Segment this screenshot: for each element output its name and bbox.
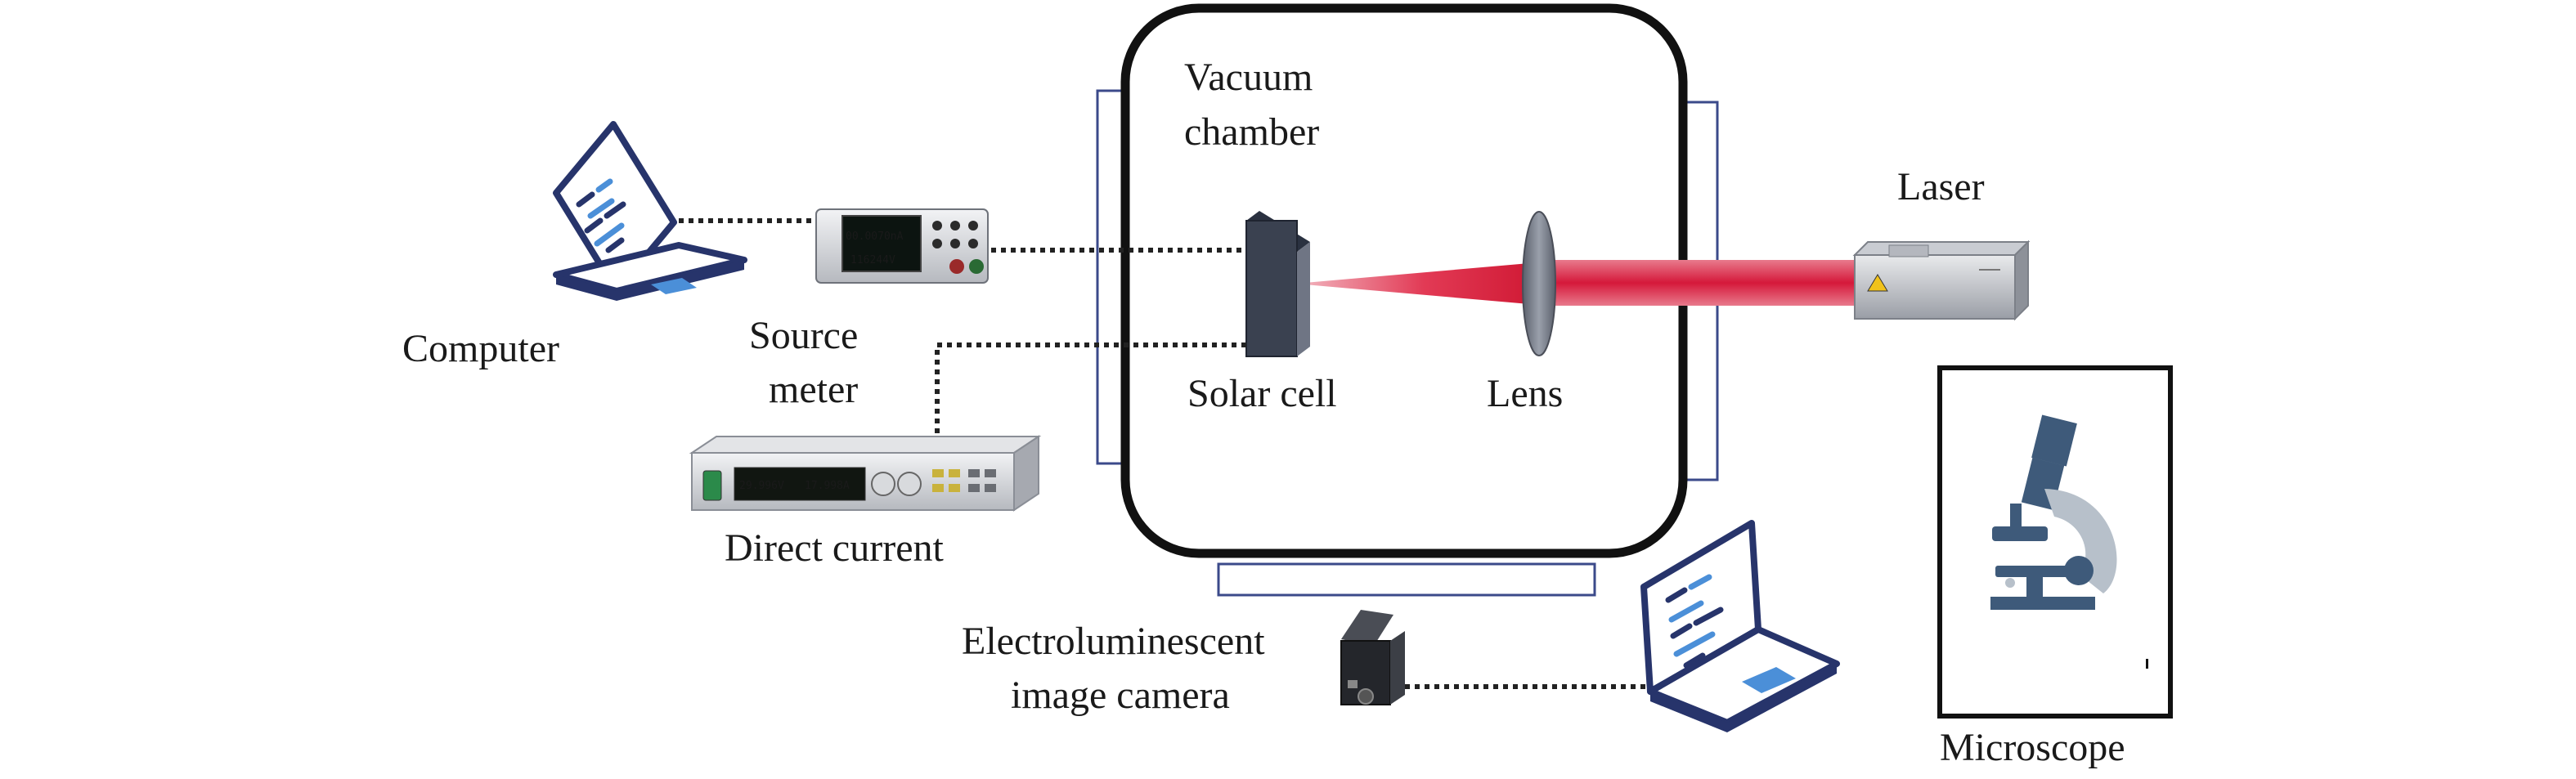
source-meter: 00.0070nA 116244V	[815, 208, 989, 284]
camera-icon	[1340, 610, 1405, 705]
collimated-laser-beam	[1536, 260, 1856, 306]
dc-supply-reading-1: 29.996V	[739, 480, 784, 492]
vacuum-chamber-label-line2: chamber	[1184, 110, 1319, 154]
laptop-icon	[553, 121, 747, 301]
source-meter-label-line2: meter	[769, 368, 858, 411]
vacuum-chamber-label-line1: Vacuum	[1184, 56, 1313, 99]
dc-power-supply: 29.996V 17.998A	[689, 435, 1042, 512]
focused-laser-beam	[1295, 263, 1529, 304]
solar-cell-label: Solar cell	[1187, 372, 1337, 415]
left-window	[1096, 89, 1125, 465]
connection-lines	[679, 218, 1645, 689]
laser-icon	[1852, 240, 2031, 321]
bottom-window	[1217, 562, 1596, 597]
microscope-label: Microscope	[1940, 726, 2125, 769]
source-meter-voltage-readout: 116244V	[850, 254, 895, 266]
microscope-frame-tick	[2146, 659, 2148, 669]
laser-label: Laser	[1897, 165, 1985, 208]
dc-supply-reading-2: 17.998A	[805, 480, 850, 492]
lens-label: Lens	[1487, 372, 1563, 415]
source-meter-label-line1: Source	[749, 314, 858, 357]
computer-label: Computer	[402, 327, 559, 370]
source-meter-current-readout: 00.0070nA	[846, 231, 904, 243]
lens	[1522, 211, 1556, 356]
el-camera-label-line2: image camera	[1011, 674, 1230, 717]
microscope-icon	[1990, 414, 2117, 610]
dc-supply-to-chamber-line	[935, 342, 1246, 438]
el-camera-label-line1: Electroluminescent	[962, 620, 1265, 663]
direct-current-label: Direct current	[725, 526, 945, 570]
solar-cell	[1245, 211, 1310, 357]
laptop-icon	[1640, 520, 1840, 732]
